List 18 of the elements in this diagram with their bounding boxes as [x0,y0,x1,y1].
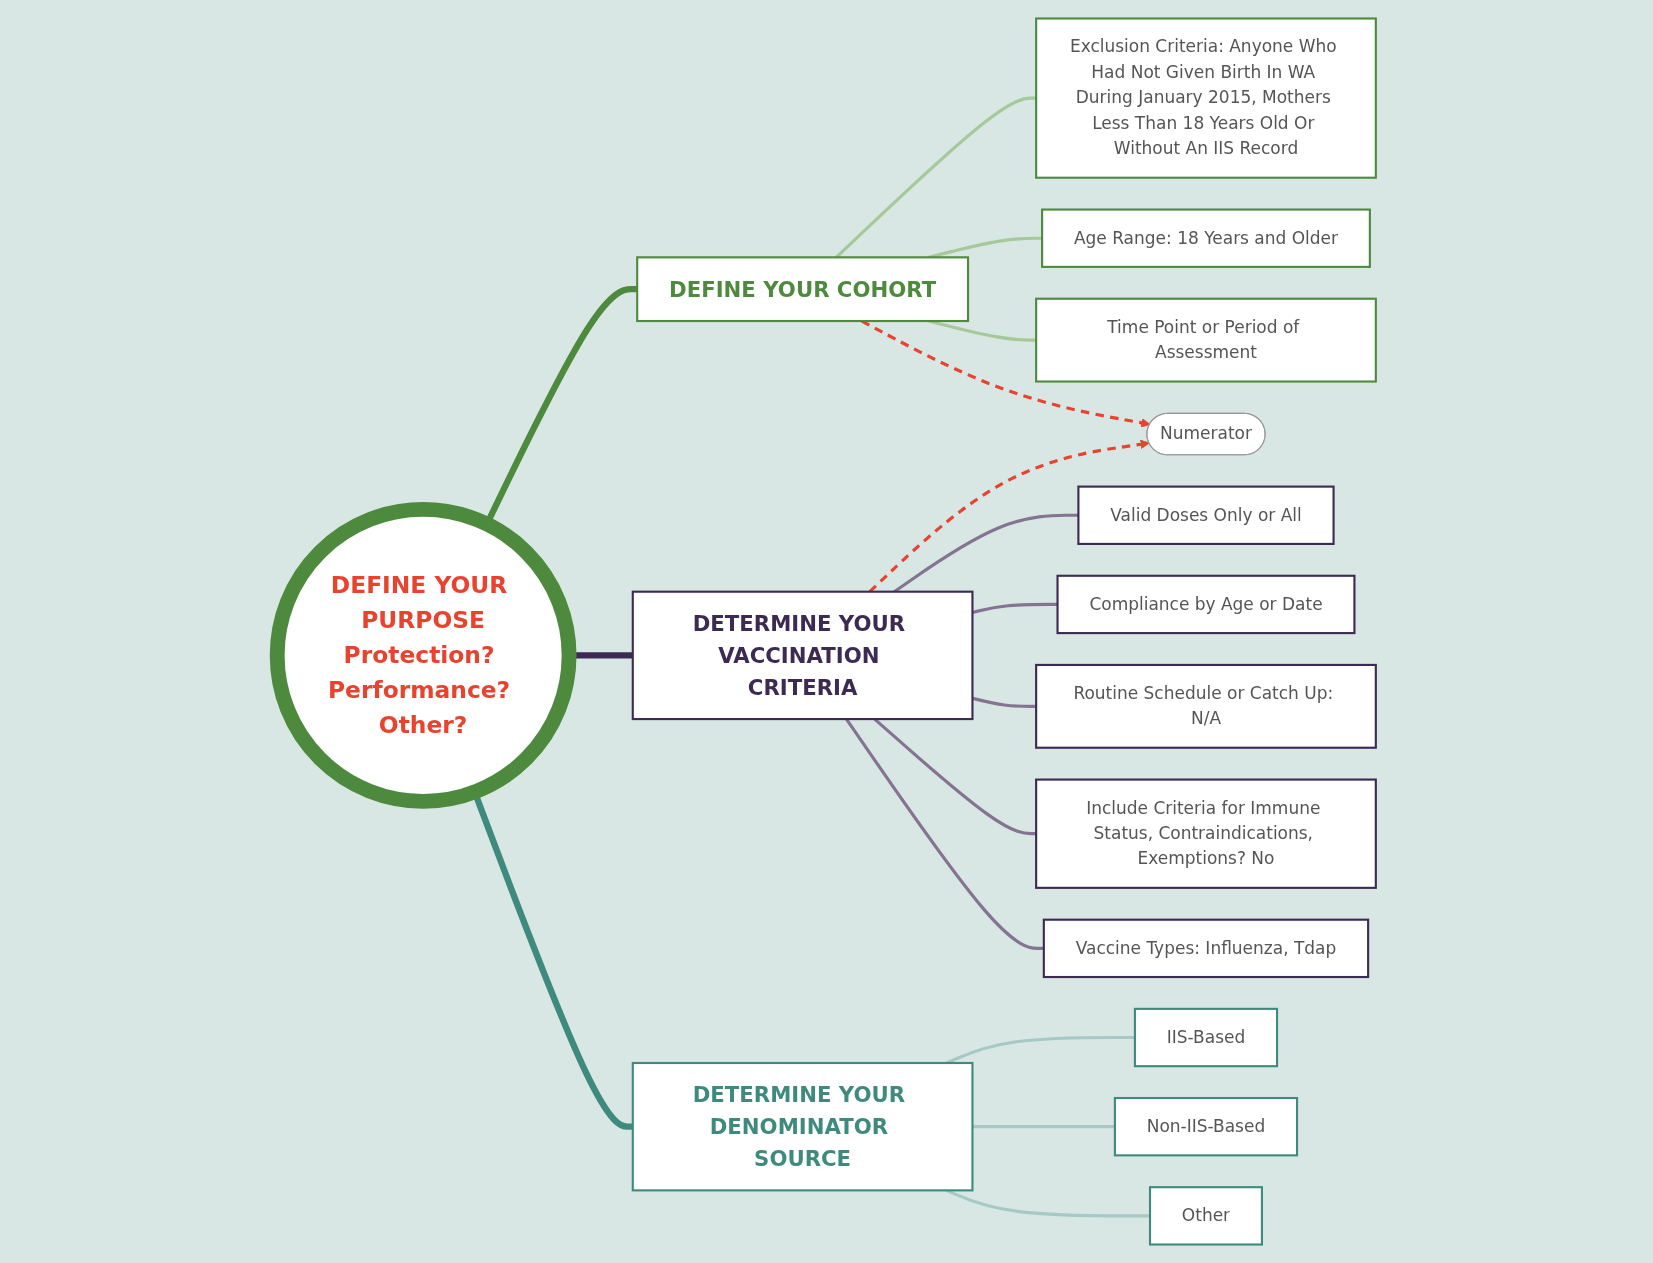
node-box: Include Criteria for Immune Status, Contraindications, Exemptions? No [1035,778,1377,889]
node-box: Age Range: 18 Years and Older [1041,208,1371,268]
node-box: Routine Schedule or Catch Up: N/A [1035,663,1377,749]
node-box: Exclusion Criteria: Anyone Who Had Not Given Birth In WA During January 2015, Mothers Less Than 18 Years Old Or Without An IIS Record [1035,17,1377,179]
node-box: Compliance by Age or Date [1056,574,1356,635]
node-box: DETERMINE YOUR VACCINATION CRITERIA [631,590,974,721]
connector [972,1125,1115,1129]
connector [972,602,1058,615]
node-box: IIS-Based [1133,1007,1279,1068]
connector [972,696,1037,708]
node-box: Valid Doses Only or All [1077,485,1335,545]
node-box: DETERMINE YOUR DENOMINATOR SOURCE [631,1061,974,1192]
node-box: Non-IIS-Based [1113,1096,1299,1157]
node-box: Vaccine Types: Influenza, Tdap [1042,918,1370,979]
node-box: DEFINE YOUR COHORT [636,256,970,323]
node-box: Other [1148,1186,1263,1246]
node-circle: DEFINE YOUR PURPOSE Protection? Performance? Other? [269,502,577,809]
node-box: Time Point or Period of Assessment [1035,297,1377,383]
